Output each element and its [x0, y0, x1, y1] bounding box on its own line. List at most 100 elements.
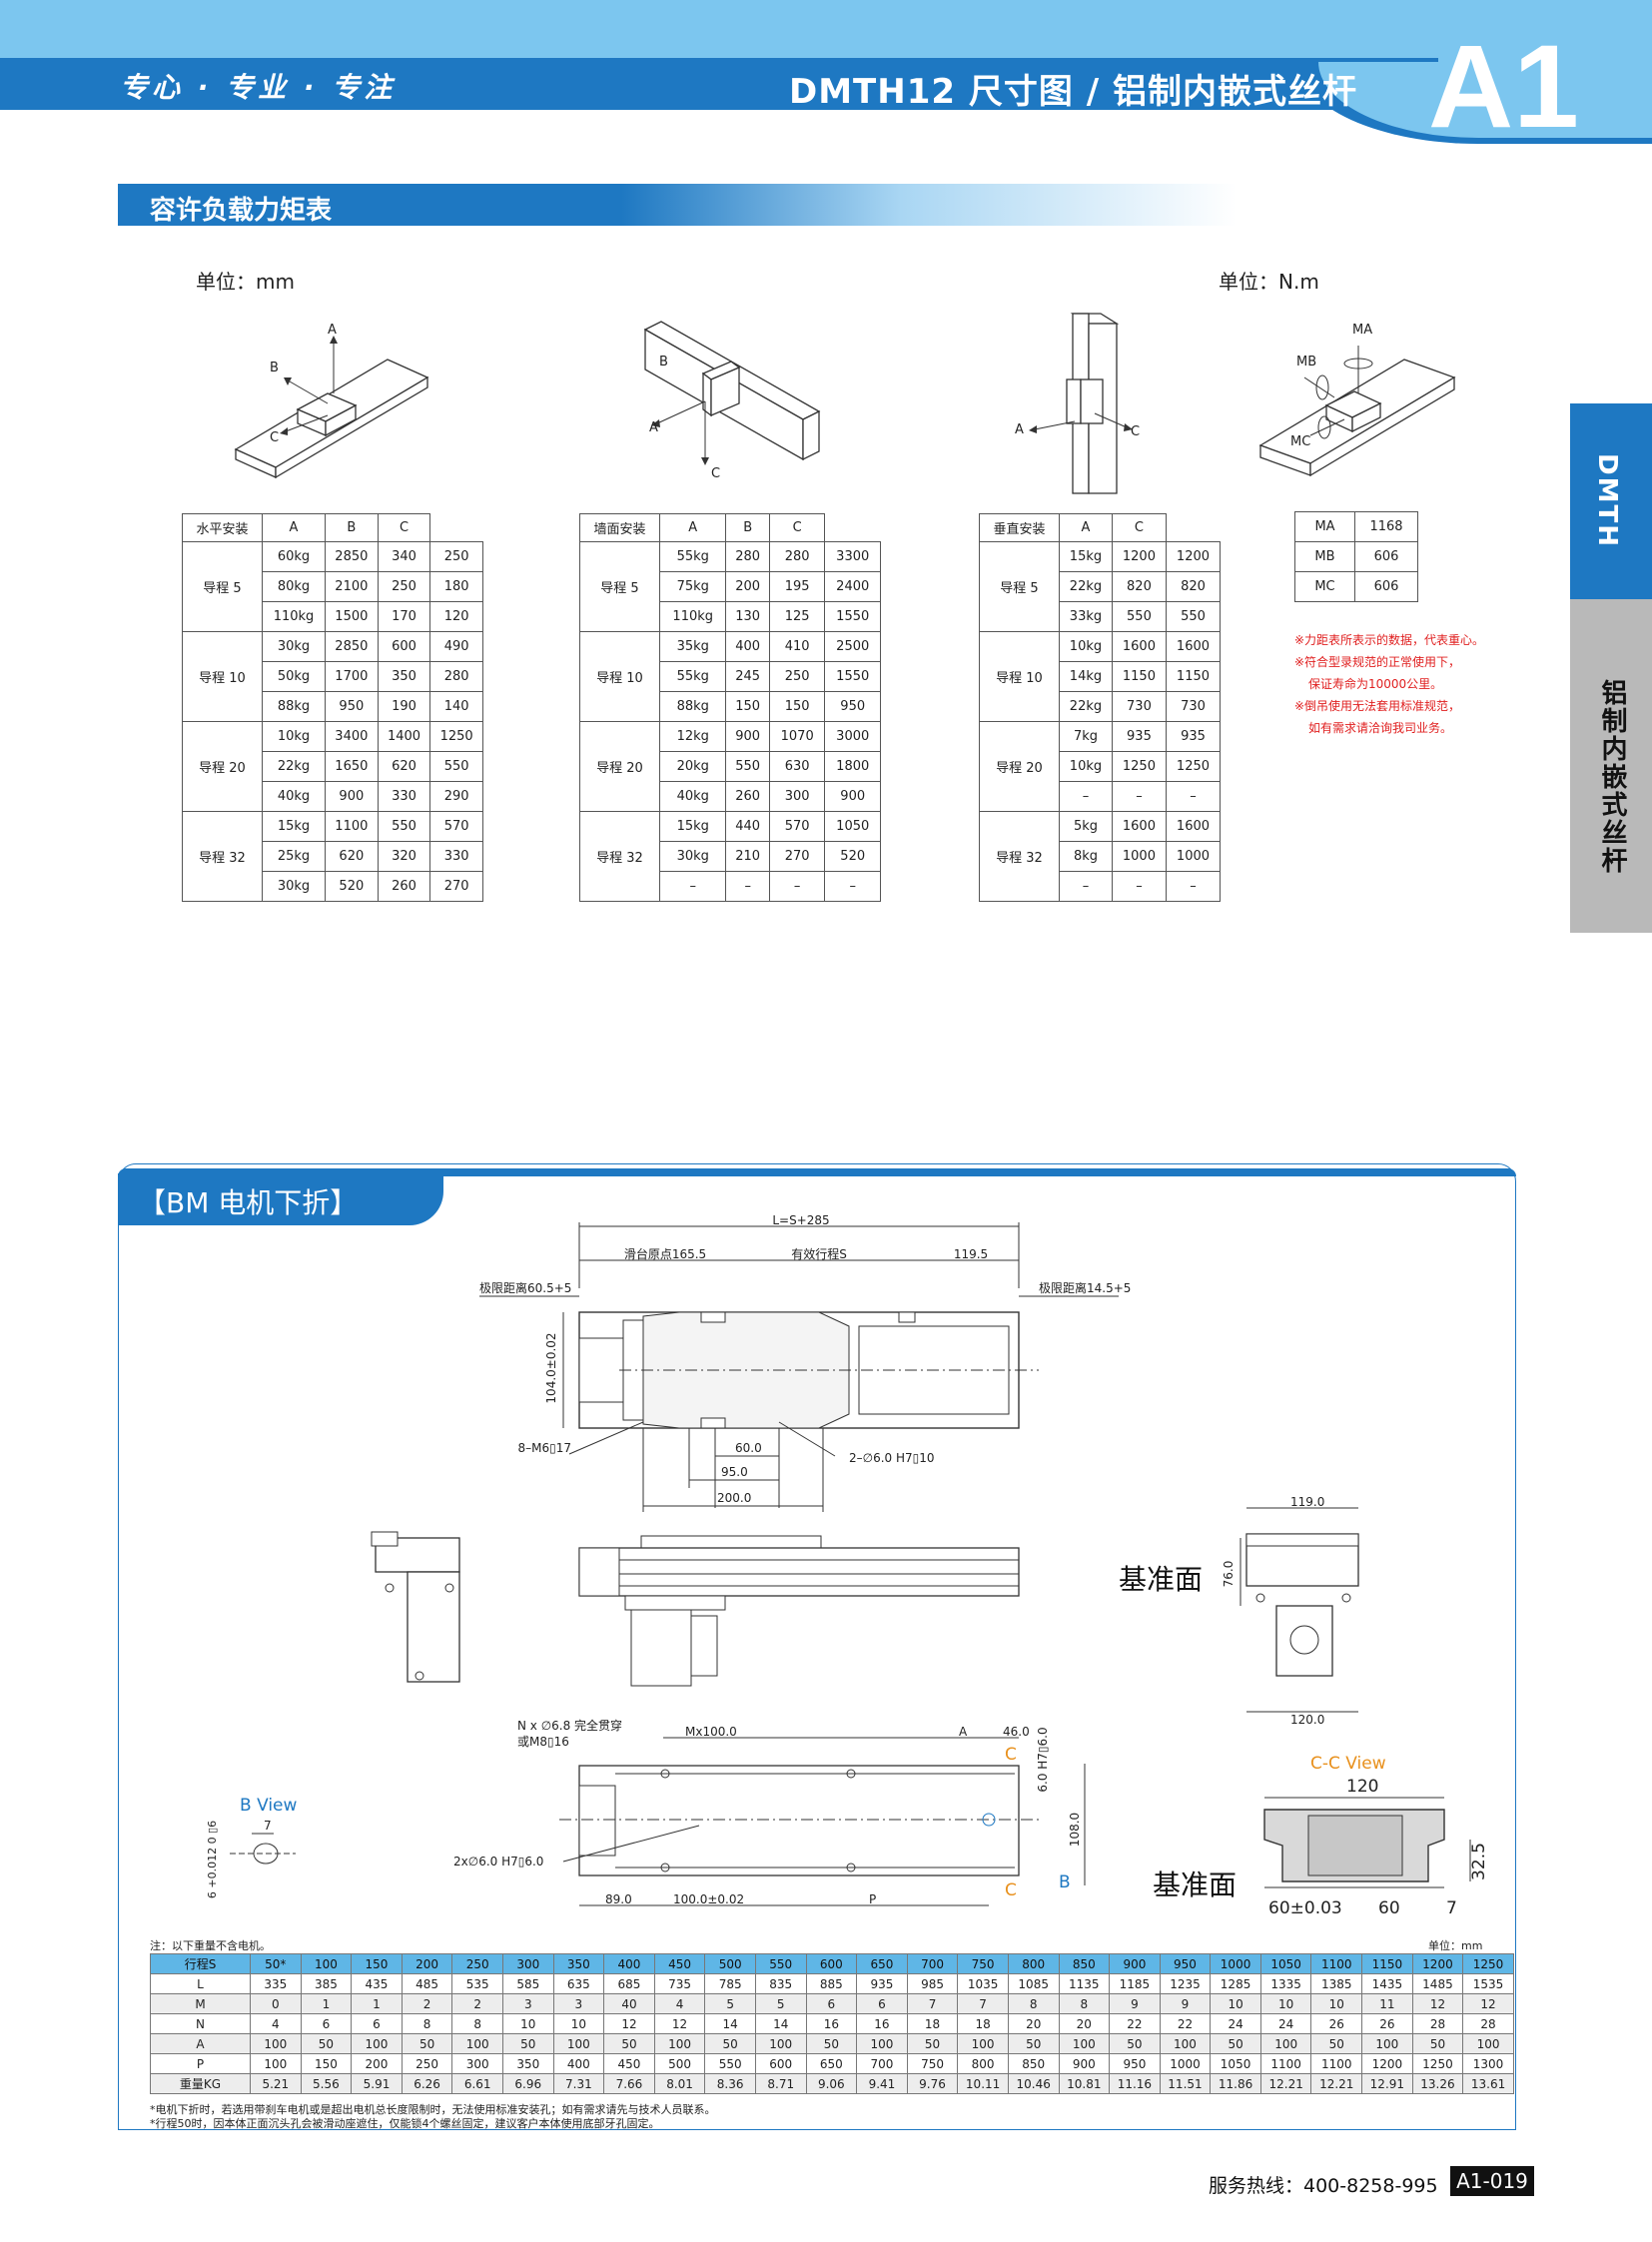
- row-label: 重量KG: [150, 2073, 251, 2094]
- table-cell: 10kg: [1059, 631, 1113, 662]
- diag1-axis-c: C: [270, 430, 279, 445]
- table-cell: –: [1165, 871, 1222, 902]
- table-cell: 260: [725, 781, 770, 812]
- table-cell: 50: [1411, 2033, 1464, 2054]
- table-cell: 1200: [1411, 1953, 1464, 1974]
- dim-120-0: 120.0: [1290, 1713, 1324, 1727]
- table-cell: 250: [401, 2053, 453, 2074]
- end-view-left-drawing: [371, 1531, 460, 1683]
- table-cell: 1100: [325, 811, 379, 842]
- table-cell: 28: [1411, 2013, 1464, 2034]
- table-cell: 1700: [325, 661, 379, 692]
- table-cell: 4: [250, 2013, 302, 2034]
- table-cell: 26: [1361, 2013, 1413, 2034]
- table-cell: 12.21: [1310, 2073, 1363, 2094]
- table-cell: 50: [805, 2033, 858, 2054]
- table-cell: 7.31: [552, 2073, 605, 2094]
- table-cell: 10.46: [1007, 2073, 1060, 2094]
- table-cell: 100: [1259, 2033, 1312, 2054]
- dim-119-0: 119.0: [1290, 1495, 1324, 1509]
- diag2-axis-c: C: [711, 466, 720, 481]
- lead-cell: 导程 10: [182, 631, 263, 722]
- side-tab-category[interactable]: 铝制内嵌式丝杆: [1570, 599, 1652, 933]
- table-cell: 606: [1354, 541, 1418, 572]
- side-tab-dmth[interactable]: DMTH: [1570, 403, 1652, 599]
- table-cell: 635: [552, 1973, 605, 1994]
- table-cell: 9.41: [856, 2073, 908, 2094]
- b-dim-6: 6 +0.012 0 ▯6: [206, 1821, 219, 1898]
- table-cell: 140: [429, 691, 483, 722]
- dim-6h7: 6.0 H7▯6.0: [1036, 1727, 1050, 1792]
- table-cell: 60kg: [261, 541, 327, 572]
- table-cell: 1600: [1111, 811, 1167, 842]
- table-cell: 120: [429, 601, 483, 632]
- table-cell: 2: [451, 1993, 503, 2014]
- table-cell: 15kg: [1059, 541, 1113, 572]
- diag1-axis-b: B: [270, 361, 279, 375]
- table-cell: 10kg: [261, 721, 327, 752]
- table-cell: 550: [754, 1953, 807, 1974]
- table-cell: 200: [401, 1953, 453, 1974]
- table-header-cell: C: [377, 513, 431, 542]
- table-cell: 300: [768, 781, 826, 812]
- table-cell: 12: [1462, 1993, 1514, 2014]
- dim-60: 60.0: [735, 1441, 762, 1455]
- table-cell: 20: [1058, 2013, 1111, 2034]
- table-cell: 6: [805, 1993, 858, 2014]
- table-cell: 1235: [1159, 1973, 1212, 1994]
- table-cell: 0: [250, 1993, 302, 2014]
- end-view-right-drawing: 119.0 76.0 120.0: [1222, 1495, 1359, 1727]
- table-cell: 3000: [824, 721, 881, 752]
- table-cell: 1500: [325, 601, 379, 632]
- header-slogan: 专心 · 专业 · 专注: [120, 71, 397, 104]
- table-cell: 18: [957, 2013, 1009, 2034]
- table-cell: 3: [501, 1993, 554, 2014]
- table-header-cell: C: [1111, 513, 1167, 542]
- table-header-cell: 墙面安装: [579, 513, 660, 542]
- table-cell: 600: [805, 1953, 858, 1974]
- table-cell: 750: [906, 2053, 959, 2074]
- table-cell: 520: [325, 871, 379, 902]
- diag4-mb: MB: [1296, 355, 1316, 370]
- table-cell: 6.61: [451, 2073, 503, 2094]
- table-cell: 950: [1159, 1953, 1212, 1974]
- table-cell: 1550: [824, 661, 881, 692]
- b-view-label: B View: [240, 1796, 298, 1816]
- table-cell: 8kg: [1059, 841, 1113, 872]
- table-cell: 9: [1159, 1993, 1212, 2014]
- table-cell: 250: [377, 571, 431, 602]
- diag1-axis-a: A: [328, 323, 337, 338]
- table-cell: 40kg: [658, 781, 727, 812]
- table-cell: 700: [856, 2053, 908, 2074]
- table-cell: 1050: [1210, 2053, 1261, 2074]
- table-cell: 50: [1310, 2033, 1363, 2054]
- table-cell: 8.36: [704, 2073, 756, 2094]
- table-cell: 1000: [1111, 841, 1167, 872]
- table-cell: 25kg: [261, 841, 327, 872]
- table-cell: 270: [768, 841, 826, 872]
- horizontal-mount-diagram: A B C: [234, 323, 429, 479]
- panel-top-line: [118, 1168, 1516, 1176]
- cc-view-label: C-C View: [1310, 1754, 1386, 1774]
- table-cell: 80kg: [261, 571, 327, 602]
- table-cell: 2: [401, 1993, 453, 2014]
- cc-dim-7: 7: [1446, 1898, 1457, 1918]
- lead-cell: 导程 32: [182, 811, 263, 902]
- table-cell: 2400: [824, 571, 881, 602]
- table-cell: 3400: [325, 721, 379, 752]
- dim-mx100: Mx100.0: [685, 1725, 737, 1739]
- table-cell: 9.76: [906, 2073, 959, 2094]
